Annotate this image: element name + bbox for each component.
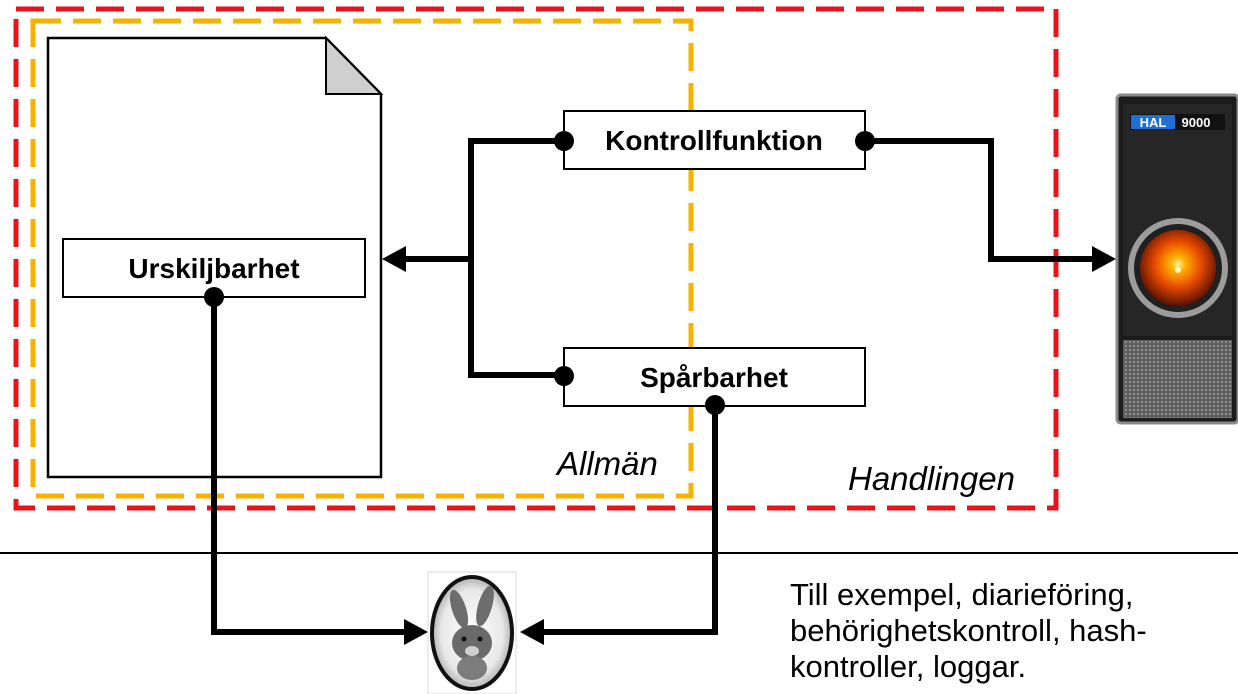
kontrollfunktion-label: Kontrollfunktion	[605, 125, 823, 156]
hal-9000-icon: HAL 9000	[1115, 93, 1238, 425]
connector-urskiljbarhet-to-bunny	[211, 297, 407, 635]
connector-sparbarhet-to-bunny	[543, 405, 718, 635]
inner-zone-label: Allmän	[555, 445, 658, 482]
dot-urskiljbarhet-bottom	[204, 287, 224, 307]
dot-kontroll-left	[554, 131, 574, 151]
hal-brand-label: HAL	[1140, 115, 1167, 130]
kontrollfunktion-box: Kontrollfunktion	[563, 110, 866, 170]
dot-sparbarhet-left	[554, 366, 574, 386]
connectors	[211, 138, 1093, 635]
note-line-3: kontroller, loggar.	[790, 649, 1027, 684]
arrowhead-hal	[1092, 246, 1116, 272]
arrowheads	[382, 246, 1116, 645]
inner-zone-border	[30, 18, 694, 499]
hal-speaker-grill	[1123, 340, 1232, 418]
dot-sparbarhet-bottom	[705, 395, 725, 415]
example-note: Till exempel, diarieföring, behörighetsk…	[790, 577, 1230, 685]
arrowhead-bunny-left	[404, 619, 428, 645]
sparbarhet-label: Spårbarhet	[640, 362, 788, 393]
outer-zone-label: Handlingen	[848, 460, 1015, 497]
dot-kontroll-right	[855, 131, 875, 151]
connector-bracket	[468, 138, 564, 378]
connector-dots	[204, 131, 875, 415]
note-line-1: Till exempel, diarieföring,	[790, 577, 1134, 612]
arrowhead-document	[382, 246, 406, 272]
hal-model-label: 9000	[1182, 115, 1211, 130]
arrowhead-bunny-right	[520, 619, 544, 645]
urskiljbarhet-label: Urskiljbarhet	[128, 253, 299, 284]
connector-to-hal	[865, 138, 1093, 262]
bunny-icon	[427, 571, 517, 694]
note-line-2: behörighetskontroll, hash-	[790, 613, 1147, 648]
